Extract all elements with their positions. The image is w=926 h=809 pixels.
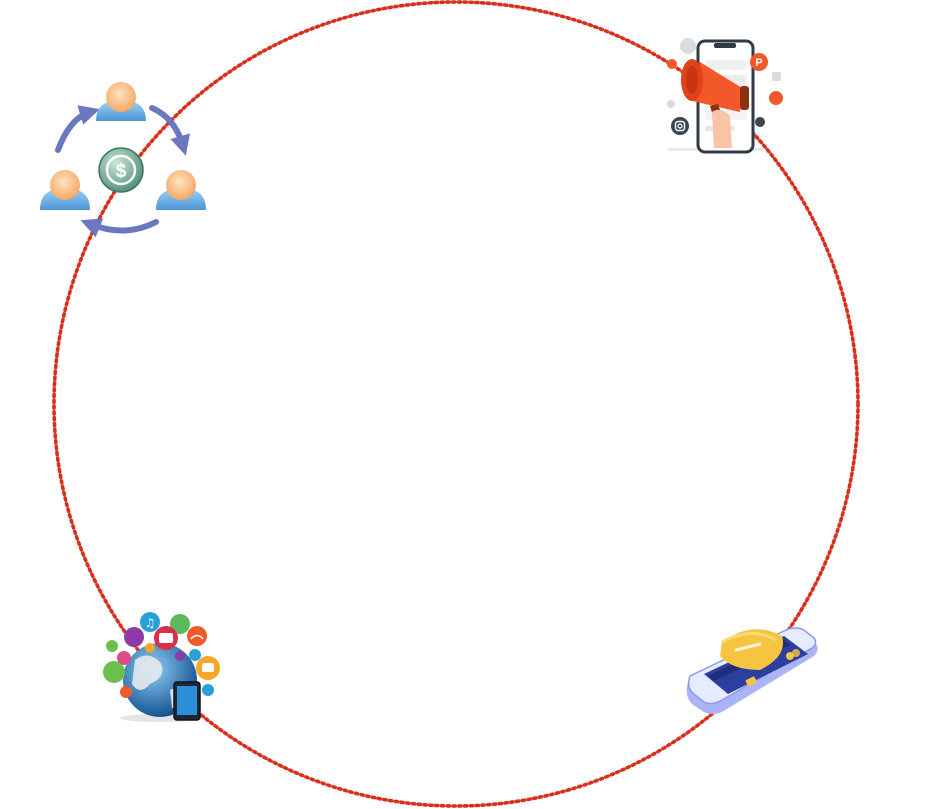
person-icon [96, 82, 146, 121]
globe-apps-icon: ♫ [103, 612, 220, 722]
svg-text:P: P [755, 57, 762, 69]
secure-card-phone-icon [686, 627, 818, 714]
person-icon [156, 170, 206, 210]
person-icon [40, 170, 90, 210]
svg-text:$: $ [116, 161, 127, 182]
megaphone-phone-social-icon: P [667, 38, 783, 154]
svg-text:♫: ♫ [145, 616, 156, 630]
dollar-coin-icon: $ [98, 147, 144, 193]
referral-cycle-dollar-icon: $ [40, 82, 206, 238]
dotted-ring [52, 0, 860, 808]
